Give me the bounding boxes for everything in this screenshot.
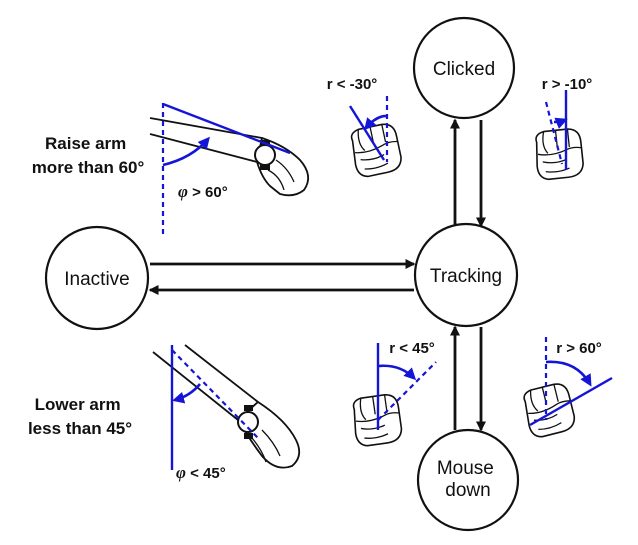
down-exit-condition: r < 45°	[389, 340, 435, 357]
watch-icon	[254, 144, 276, 166]
down-enter-arc	[545, 360, 592, 387]
state-mouse-down-label: Mouse down	[437, 458, 499, 501]
raise-angle-arc	[162, 136, 210, 167]
lower-arm-line-2: less than 45°	[28, 419, 132, 438]
click-exit-axis	[544, 101, 564, 165]
forearm-lowered	[152, 344, 259, 421]
raise-arm-line-2: more than 60°	[32, 158, 145, 177]
state-inactive	[44, 225, 150, 331]
mouse-down-line-1: Mouse	[437, 458, 494, 479]
raise-arm-line-1: Raise arm	[45, 134, 126, 153]
state-tracking	[413, 222, 519, 328]
state-inactive-label: Inactive	[64, 269, 129, 290]
down-exit-arc	[377, 364, 417, 381]
raise-phi-condition: φ > 60°	[178, 182, 228, 201]
fist-click-exit	[532, 127, 586, 182]
down-enter-condition: r > 60°	[556, 340, 602, 357]
state-tracking-label: Tracking	[430, 266, 502, 287]
click-enter-condition: r < -30°	[327, 76, 378, 93]
lower-phi-condition: φ < 45°	[176, 463, 226, 482]
fist-down-enter	[520, 380, 578, 440]
state-clicked	[412, 16, 516, 120]
fist-click-enter	[347, 121, 405, 180]
lower-arm-label: Lower arm less than 45°	[28, 395, 132, 438]
watch-icon	[237, 411, 259, 433]
state-clicked-label: Clicked	[433, 59, 495, 80]
lower-angle-arc	[172, 383, 201, 404]
click-enter-axis	[348, 105, 386, 161]
click-exit-condition: r > -10°	[542, 76, 593, 93]
lower-arm-axis	[171, 349, 259, 439]
click-enter-arc	[364, 114, 387, 131]
click-exit-arc	[553, 117, 568, 129]
state-mouse-down	[416, 428, 520, 532]
lower-arm-line-1: Lower arm	[35, 395, 121, 414]
raise-arm-axis	[162, 102, 291, 155]
raise-arm-label: Raise arm more than 60°	[32, 134, 145, 177]
lowered-arm-illustration	[152, 344, 301, 469]
mouse-down-line-2: down	[445, 480, 490, 501]
down-exit-axis	[377, 361, 437, 421]
down-enter-axis	[529, 376, 613, 427]
